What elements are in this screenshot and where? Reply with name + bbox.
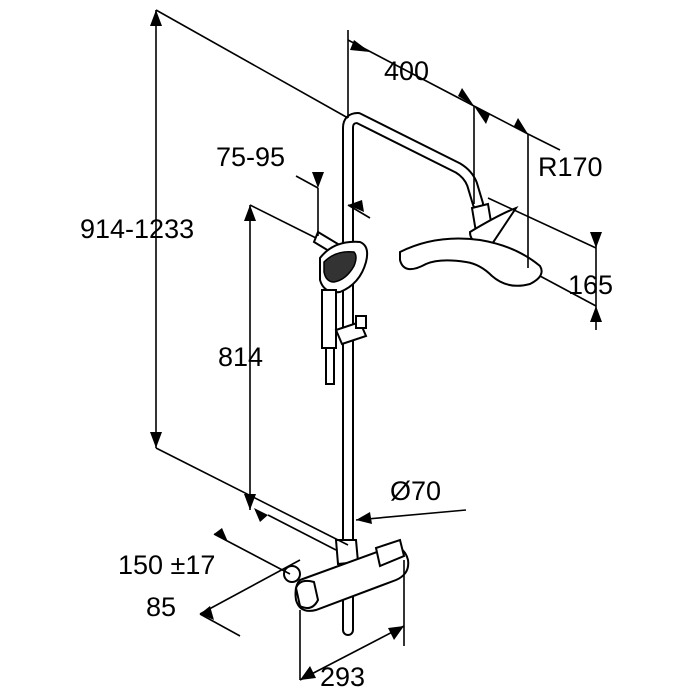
- dimension-arrowheads: [150, 10, 602, 680]
- dimension-labels: 914-1233 400 R170 75-95 814 165 Ø70 150 …: [80, 56, 613, 692]
- thermostatic-mixer: [283, 538, 410, 612]
- dimension-label-head-height: 165: [568, 270, 613, 300]
- dimension-label-wall-offset: 85: [146, 592, 176, 622]
- dimension-label-rail-height: 814: [218, 342, 263, 372]
- dimension-label-head-radius: R170: [538, 152, 603, 182]
- dimension-label-center-distance: 150 ±17: [118, 550, 215, 580]
- dimension-label-height-range: 914-1233: [80, 214, 194, 244]
- dimension-lines: [155, 9, 597, 681]
- dimension-label-arm-length: 400: [384, 56, 429, 86]
- dimension-label-mixer-width: 293: [320, 662, 365, 692]
- hand-shower: [312, 230, 369, 385]
- dimension-label-hand-holder: 75-95: [216, 142, 285, 172]
- shower-column: [342, 112, 484, 636]
- overhead-shower-head: [399, 202, 543, 287]
- dimension-label-pipe-diameter: Ø70: [390, 476, 441, 506]
